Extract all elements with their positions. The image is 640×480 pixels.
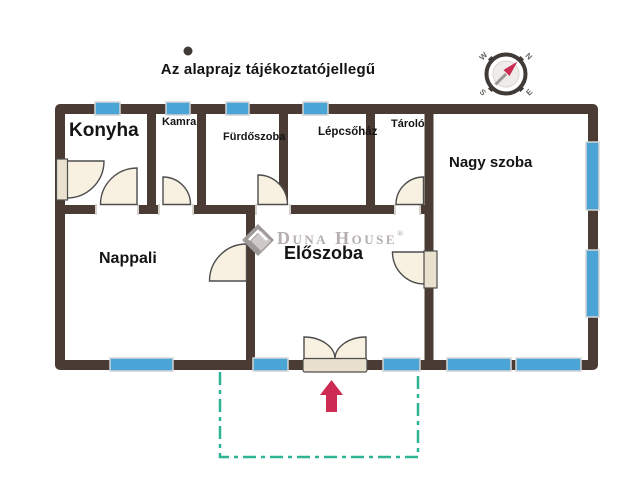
compass-label-s: S	[478, 87, 489, 98]
window-eloszoba-right	[382, 357, 421, 372]
dunahouse-logo-icon	[242, 224, 274, 256]
window-konyha	[94, 101, 121, 116]
door-kamra	[162, 176, 192, 206]
door-tarolo	[395, 176, 425, 206]
window-nagyszoba-bottom-1	[446, 357, 512, 372]
compass-label-n: N	[523, 51, 534, 62]
compass-needle-tail	[494, 72, 508, 86]
watermark-registered-mark: ®	[397, 229, 404, 238]
window-nagyszoba-right-2	[585, 249, 600, 318]
compass-needle-north	[503, 61, 518, 76]
doors	[55, 158, 438, 373]
door-jambs	[95, 204, 421, 215]
room-label-kamra: Kamra	[162, 116, 197, 128]
dunahouse-watermark-text: Duna House®	[277, 228, 403, 249]
room-label-eloszoba: Előszoba	[284, 243, 364, 263]
terrace-dashed-outline	[218, 372, 420, 459]
compass-notches	[487, 55, 525, 93]
plan-disclaimer-title: Az alaprajz tájékoztatójellegű	[160, 61, 376, 78]
compass-label-e: E	[524, 87, 535, 98]
door-konyha-nappali	[99, 167, 138, 206]
window-furdoszoba	[225, 101, 250, 116]
windows	[94, 101, 600, 372]
window-kamra	[165, 101, 191, 116]
door-nappali-eloszoba	[208, 243, 248, 282]
room-label-lepcsohaz: Lépcsőház	[318, 126, 378, 138]
window-nagyszoba-right-1	[585, 141, 600, 211]
window-lepcsohaz	[302, 101, 329, 116]
room-label-nagyszoba: Nagy szoba	[449, 154, 533, 171]
room-label-nappali: Nappali	[99, 250, 157, 267]
window-nagyszoba-bottom-2	[515, 357, 582, 372]
door-eloszoba-nagyszoba	[391, 251, 426, 285]
entrance-arrow-icon	[320, 380, 343, 412]
window-eloszoba-left	[252, 357, 289, 372]
compass-label-w: W	[477, 50, 489, 62]
door-eloszoba-nagyszoba-slab	[423, 250, 438, 289]
title-dot	[183, 46, 193, 56]
compass-icon: W N S E	[477, 50, 534, 98]
entrance-door	[302, 336, 368, 373]
door-konyha-left-slab	[55, 158, 69, 201]
door-konyha-left	[66, 160, 105, 199]
room-label-tarolo: Tároló	[391, 118, 425, 130]
watermark-brand: Duna House	[277, 228, 398, 248]
door-furdoszoba	[257, 174, 289, 206]
window-nappali	[109, 357, 174, 372]
room-label-furdoszoba: Fürdőszoba	[223, 131, 286, 143]
room-label-konyha: Konyha	[69, 120, 139, 141]
